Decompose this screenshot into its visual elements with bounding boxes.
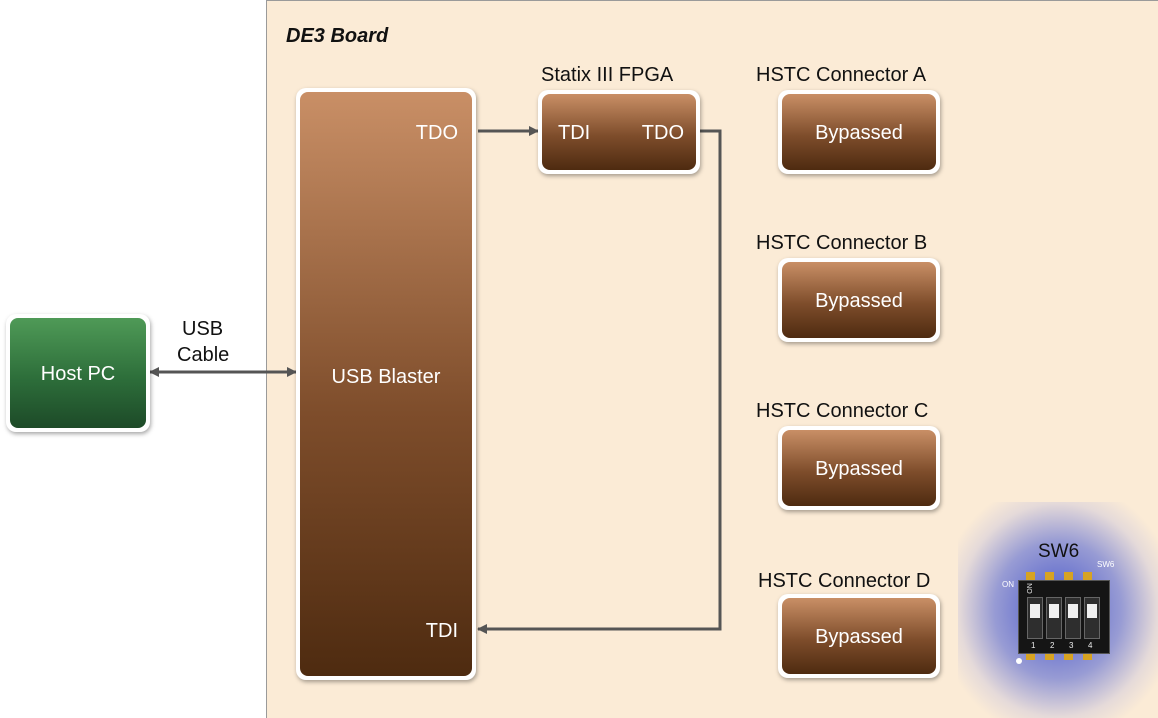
usb-blaster-box: TDO USB Blaster TDI xyxy=(296,88,476,680)
hstc-connector-d-box: Bypassed xyxy=(778,594,940,678)
fpga-tdi: TDI xyxy=(558,122,591,144)
sw6-pin xyxy=(1083,572,1092,580)
hstc-connector-a-box: Bypassed xyxy=(778,90,940,174)
usb-blaster-tdo: TDO xyxy=(415,122,458,144)
sw6-knob xyxy=(1068,604,1078,618)
hstc-connector-b-title: HSTC Connector B xyxy=(756,232,928,254)
sw6-dip-switch: ON 1 2 3 4 xyxy=(1018,580,1110,654)
hstc-connector-a-title: HSTC Connector A xyxy=(756,64,927,86)
fpga-title: Statix III FPGA xyxy=(541,64,674,86)
sw6-on-label: ON xyxy=(1002,580,1014,589)
hstc-connector-c-status: Bypassed xyxy=(815,458,903,480)
hstc-connector-d-title: HSTC Connector D xyxy=(758,570,931,592)
sw6-slot-4 xyxy=(1084,597,1100,639)
sw6-pin xyxy=(1064,572,1073,580)
host-pc-box: Host PC xyxy=(6,314,150,432)
host-pc-label: Host PC xyxy=(40,363,116,385)
sw6-knob xyxy=(1030,604,1040,618)
sw6-slot-1 xyxy=(1027,597,1043,639)
hstc-connector-b-status: Bypassed xyxy=(815,290,903,312)
usb-cable-label-1: USB xyxy=(182,318,224,340)
hstc-connector-c-title: HSTC Connector C xyxy=(756,400,929,422)
sw6-knob xyxy=(1049,604,1059,618)
usb-blaster-label: USB Blaster xyxy=(331,366,441,388)
usb-cable-label-2: Cable xyxy=(177,344,230,366)
sw6-on-mark: ON xyxy=(1026,583,1034,594)
fpga-to-tdi-return-line xyxy=(477,129,722,634)
sw6-position-4: 4 xyxy=(1088,641,1093,650)
fpga-box: TDI TDO xyxy=(538,90,700,174)
sw6-pin xyxy=(1083,652,1092,660)
sw6-pin xyxy=(1045,572,1054,580)
hstc-connector-d-status: Bypassed xyxy=(815,626,903,648)
sw6-knob xyxy=(1087,604,1097,618)
sw6-pin xyxy=(1026,652,1035,660)
sw6-dot xyxy=(1016,658,1022,664)
sw6-pin xyxy=(1045,652,1054,660)
sw6-small-label: SW6 xyxy=(1097,560,1115,569)
board-title: DE3 Board xyxy=(286,25,389,47)
sw6-title: SW6 xyxy=(1038,541,1080,562)
fpga-tdo: TDO xyxy=(641,122,684,144)
sw6-slot-3 xyxy=(1065,597,1081,639)
sw6-position-1: 1 xyxy=(1031,641,1036,650)
usb-blaster-tdi: TDI xyxy=(425,620,458,642)
sw6-slot-2 xyxy=(1046,597,1062,639)
hstc-connector-a-status: Bypassed xyxy=(815,122,903,144)
hstc-connector-b-box: Bypassed xyxy=(778,258,940,342)
sw6-position-3: 3 xyxy=(1069,641,1074,650)
sw6-pin xyxy=(1026,572,1035,580)
sw6-position-2: 2 xyxy=(1050,641,1055,650)
sw6-pin xyxy=(1064,652,1073,660)
hstc-connector-c-box: Bypassed xyxy=(778,426,940,510)
